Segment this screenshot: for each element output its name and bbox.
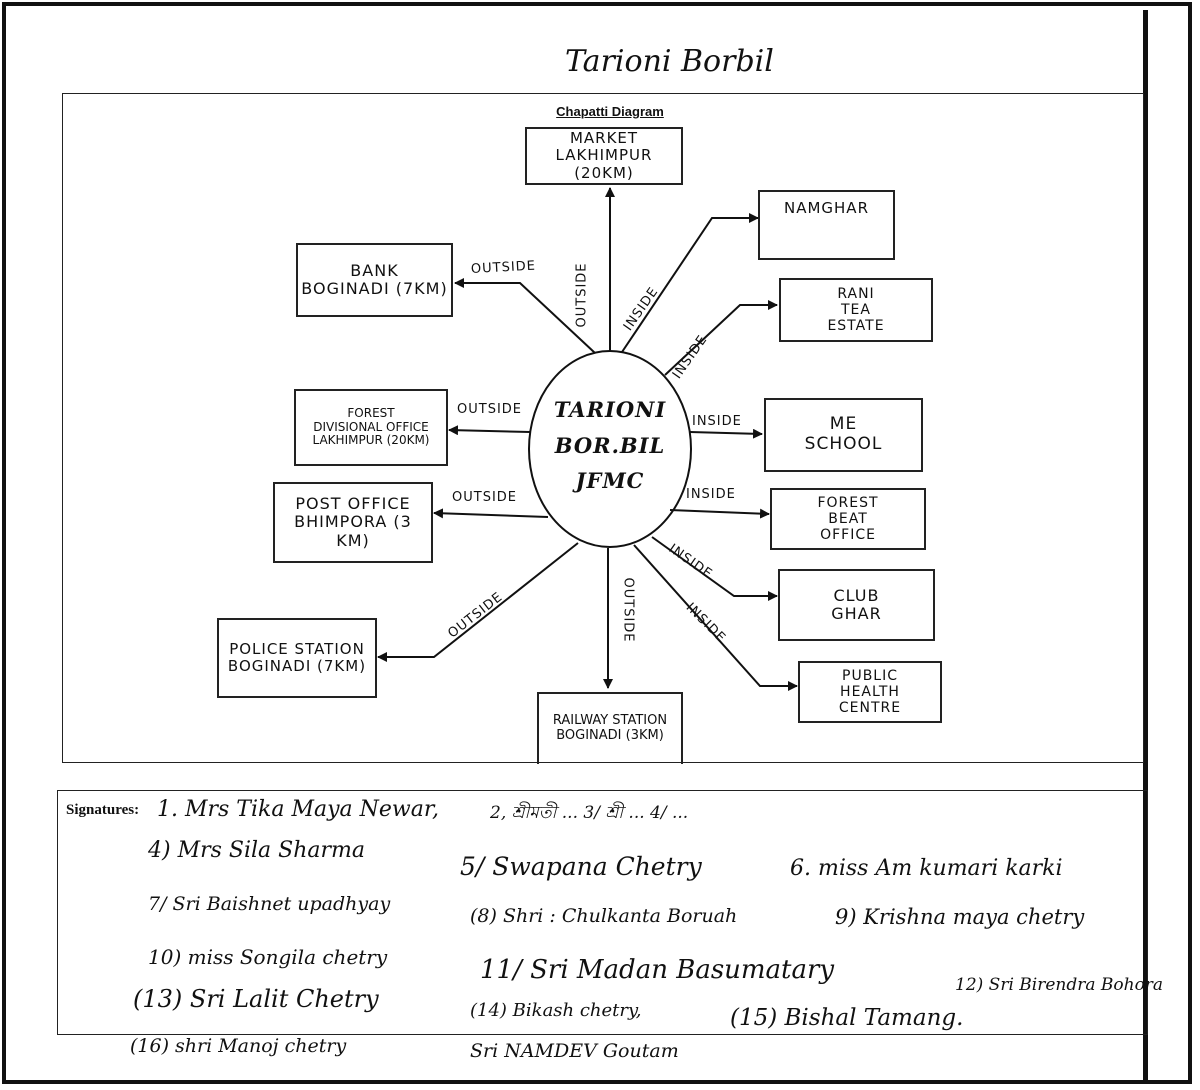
edge-post-office xyxy=(433,508,549,519)
edge-forest-div xyxy=(448,425,531,436)
edge-bank xyxy=(454,278,596,354)
edge-label-railway: OUTSIDE xyxy=(620,577,636,643)
node-public-health-line1: PUBLIC xyxy=(842,667,898,684)
node-rani-tea: RANI TEA ESTATE xyxy=(779,278,933,342)
node-rani-tea-line1: RANI xyxy=(837,285,875,302)
center-line-2: BOR.BIL xyxy=(554,432,666,458)
edge-label-post-office: OUTSIDE xyxy=(452,490,517,505)
node-post-office-line1: POST OFFICE xyxy=(295,493,411,513)
node-me-school-line2: SCHOOL xyxy=(804,434,883,454)
signature-7: 7/ Sri Baishnet upadhyay xyxy=(148,893,391,915)
node-rani-tea-line3: ESTATE xyxy=(827,318,885,335)
edge-forest-beat xyxy=(669,508,770,519)
signature-2-3: 2, শ্ৰীমতী ... 3/ শ্ৰী ... 4/ ... xyxy=(490,803,689,823)
node-me-school: ME SCHOOL xyxy=(764,398,923,472)
node-police-line1: POLICE STATION xyxy=(229,639,365,658)
node-namghar-line1: NAMGHAR xyxy=(783,199,869,217)
signature-17: Sri NAMDEV Goutam xyxy=(470,1040,679,1062)
signature-12: 12) Sri Birendra Bohora xyxy=(955,975,1164,995)
signature-14: (14) Bikash chetry, xyxy=(470,1000,642,1021)
edge-me-school xyxy=(689,428,763,439)
signature-13: (13) Sri Lalit Chetry xyxy=(133,985,379,1013)
node-bank: BANK BOGINADI (7KM) xyxy=(296,243,453,317)
signature-1: 1. Mrs Tika Maya Newar, xyxy=(157,797,439,822)
diagram-caption: Chapatti Diagram xyxy=(556,104,664,119)
signature-5: 5/ Swapana Chetry xyxy=(460,852,702,881)
node-market: MARKET LAKHIMPUR (20KM) xyxy=(525,127,683,185)
node-market-line2: LAKHIMPUR (20KM) xyxy=(555,146,653,182)
node-club-ghar-line1: CLUB xyxy=(833,585,880,605)
node-railway-station: RAILWAY STATION BOGINADI (3KM) xyxy=(537,692,683,764)
signature-8: (8) Shri : Chulkanta Boruah xyxy=(470,905,738,927)
center-line-3: JFMC xyxy=(575,468,645,494)
node-public-health-line3: CENTRE xyxy=(838,700,902,717)
node-bank-line2: BOGINADI (7KM) xyxy=(301,279,448,298)
node-post-office-line2: BHIMPORA (3 KM) xyxy=(294,512,412,550)
node-forest-beat-line2: BEAT xyxy=(828,510,868,527)
node-public-health-centre: PUBLIC HEALTH CENTRE xyxy=(798,661,942,723)
edge-label-forest-div: OUTSIDE xyxy=(457,402,522,417)
edge-police xyxy=(377,542,579,662)
signature-9: 9) Krishna maya chetry xyxy=(835,905,1085,929)
node-police-station: POLICE STATION BOGINADI (7KM) xyxy=(217,618,377,698)
node-club-ghar-line2: GHAR xyxy=(831,604,882,623)
signatures-frame xyxy=(57,790,1148,1035)
node-post-office: POST OFFICE BHIMPORA (3 KM) xyxy=(273,482,433,563)
node-railway-line2: BOGINADI (3KM) xyxy=(556,728,664,743)
node-bank-line1: BANK xyxy=(350,260,399,280)
node-forest-div-line3: LAKHIMPUR (20KM) xyxy=(312,433,430,448)
signature-6: 6. miss Am kumari karki xyxy=(790,856,1063,881)
node-forest-divisional-office: FOREST DIVISIONAL OFFICE LAKHIMPUR (20KM… xyxy=(294,389,448,466)
node-club-ghar: CLUB GHAR xyxy=(778,569,935,641)
page-title: Tarioni Borbil xyxy=(565,44,774,79)
diagram-frame xyxy=(62,93,1144,763)
node-forest-div-line1: FOREST xyxy=(347,405,395,420)
edge-public-health xyxy=(633,544,798,691)
edge-label-forest-beat: INSIDE xyxy=(686,487,736,502)
edge-namghar xyxy=(621,213,759,353)
node-forest-beat-office: FOREST BEAT OFFICE xyxy=(770,488,926,550)
edge-label-me-school: INSIDE xyxy=(692,414,742,429)
node-rani-tea-line2: TEA xyxy=(841,301,871,318)
node-namghar: NAMGHAR xyxy=(758,190,895,260)
node-railway-line1: RAILWAY STATION xyxy=(552,713,668,729)
center-node-label: TARIONI BOR.BIL JFMC xyxy=(530,392,690,499)
signature-11: 11/ Sri Madan Basumatary xyxy=(480,955,835,985)
node-forest-beat-line1: FOREST xyxy=(817,494,879,511)
node-market-line1: MARKET xyxy=(569,129,639,148)
signature-15: (15) Bishal Tamang. xyxy=(730,1005,964,1031)
edge-rani-tea xyxy=(664,300,778,376)
node-police-line2: BOGINADI (7KM) xyxy=(227,657,367,675)
signature-16: (16) shri Manoj chetry xyxy=(130,1035,347,1057)
edge-label-market: OUTSIDE xyxy=(574,262,590,328)
node-me-school-line1: ME xyxy=(829,414,858,435)
node-public-health-line2: HEALTH xyxy=(840,683,900,700)
node-forest-beat-line3: OFFICE xyxy=(820,527,876,544)
signature-4: 4) Mrs Sila Sharma xyxy=(148,838,366,863)
signatures-heading: Signatures: xyxy=(66,802,140,818)
page-edge xyxy=(1143,10,1148,1082)
node-forest-div-line2: DIVISIONAL OFFICE xyxy=(313,419,429,434)
center-line-1: TARIONI xyxy=(553,397,667,422)
signature-10: 10) miss Songila chetry xyxy=(148,945,388,969)
edge-club-ghar xyxy=(651,536,778,601)
